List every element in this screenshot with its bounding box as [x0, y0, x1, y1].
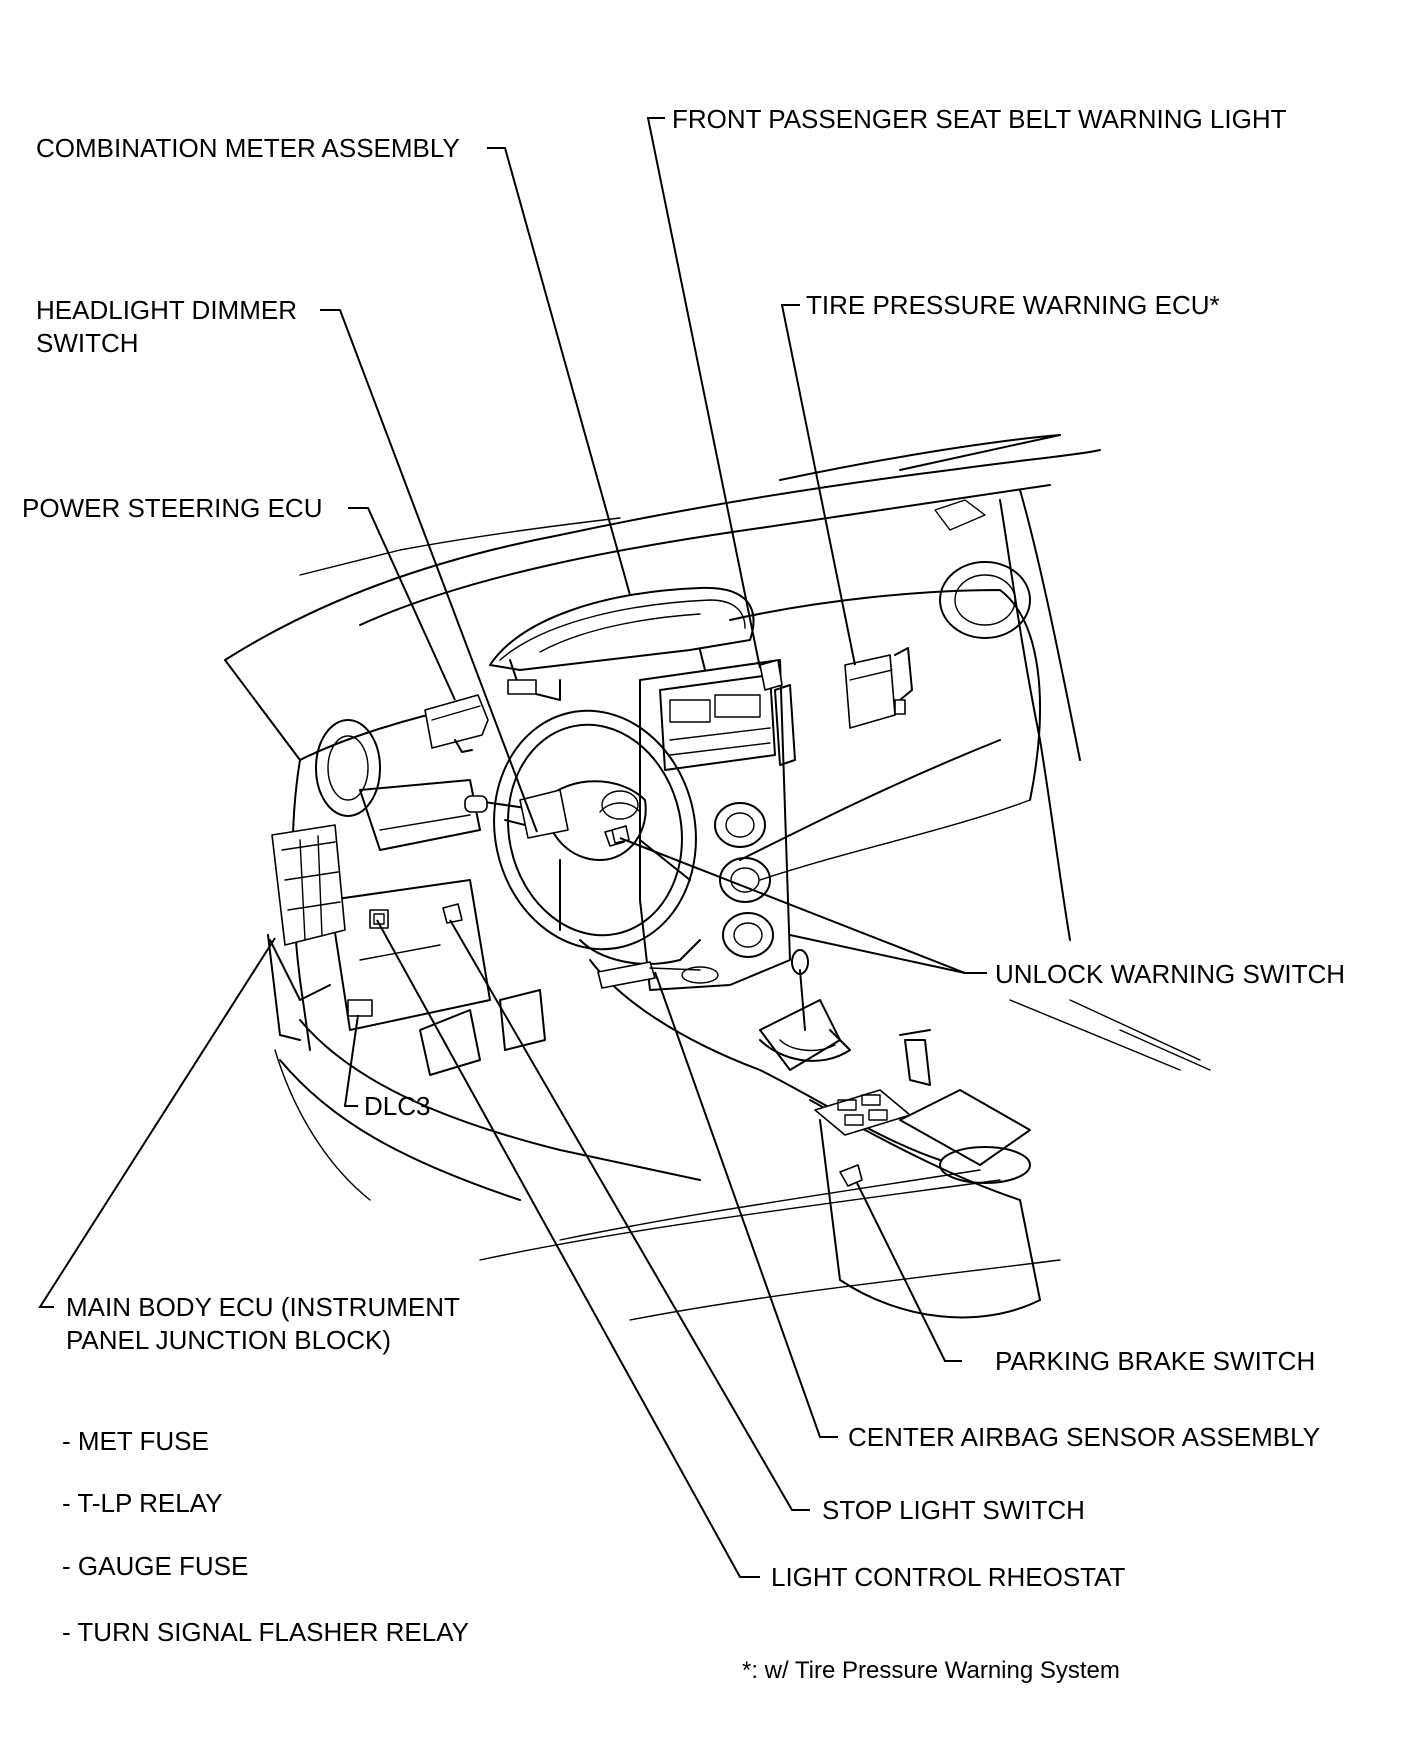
label-headlight-dimmer-switch-line2: SWITCH — [36, 328, 139, 358]
label-headlight-dimmer-switch-line1: HEADLIGHT DIMMER — [36, 295, 297, 325]
label-main-body-ecu-line2: PANEL JUNCTION BLOCK) — [66, 1325, 391, 1355]
list-item: - TURN SIGNAL FLASHER RELAY — [62, 1617, 469, 1647]
label-main-body-ecu-line1: MAIN BODY ECU (INSTRUMENT — [66, 1292, 460, 1322]
list-item: - MET FUSE — [62, 1426, 209, 1456]
leader-stop-light — [449, 919, 810, 1511]
dashboard-illustration — [224, 434, 1211, 1321]
leader-parking-brake — [856, 1182, 962, 1362]
main-body-ecu-item-list: - MET FUSE - T-LP RELAY - GAUGE FUSE - T… — [62, 1426, 469, 1647]
label-parking-brake-switch: PARKING BRAKE SWITCH — [995, 1346, 1315, 1376]
label-front-passenger-seat-belt-warning-light: FRONT PASSENGER SEAT BELT WARNING LIGHT — [672, 104, 1287, 134]
label-unlock-warning-switch: UNLOCK WARNING SWITCH — [995, 959, 1345, 989]
leader-tire-pressure-ecu — [780, 304, 856, 666]
leader-front-passenger-seat-belt — [646, 117, 761, 669]
leader-main-body-ecu — [38, 937, 276, 1308]
footnote: *: w/ Tire Pressure Warning System — [742, 1657, 1120, 1684]
list-item: - GAUGE FUSE — [62, 1551, 248, 1581]
leader-dlc3 — [343, 1014, 359, 1107]
label-center-airbag-sensor-assembly: CENTER AIRBAG SENSOR ASSEMBLY — [848, 1422, 1320, 1452]
leader-light-control-rheostat — [376, 919, 760, 1578]
label-dlc3: DLC3 — [364, 1091, 430, 1121]
label-combination-meter-assembly: COMBINATION METER ASSEMBLY — [36, 133, 460, 163]
list-item: - T-LP RELAY — [62, 1488, 222, 1518]
leader-unlock-warning-2 — [789, 934, 966, 974]
leader-lines — [38, 117, 987, 1578]
leader-unlock-warning — [619, 837, 987, 974]
callout-labels: FRONT PASSENGER SEAT BELT WARNING LIGHT … — [22, 104, 1345, 1592]
label-light-control-rheostat: LIGHT CONTROL RHEOSTAT — [771, 1562, 1126, 1592]
label-tire-pressure-warning-ecu: TIRE PRESSURE WARNING ECU* — [806, 290, 1220, 320]
leader-center-airbag — [654, 971, 838, 1438]
label-power-steering-ecu: POWER STEERING ECU — [22, 493, 322, 523]
label-stop-light-switch: STOP LIGHT SWITCH — [822, 1495, 1085, 1525]
leader-combination-meter — [487, 147, 631, 596]
leader-power-steering-ecu — [348, 507, 456, 701]
leader-headlight-dimmer — [320, 309, 538, 833]
